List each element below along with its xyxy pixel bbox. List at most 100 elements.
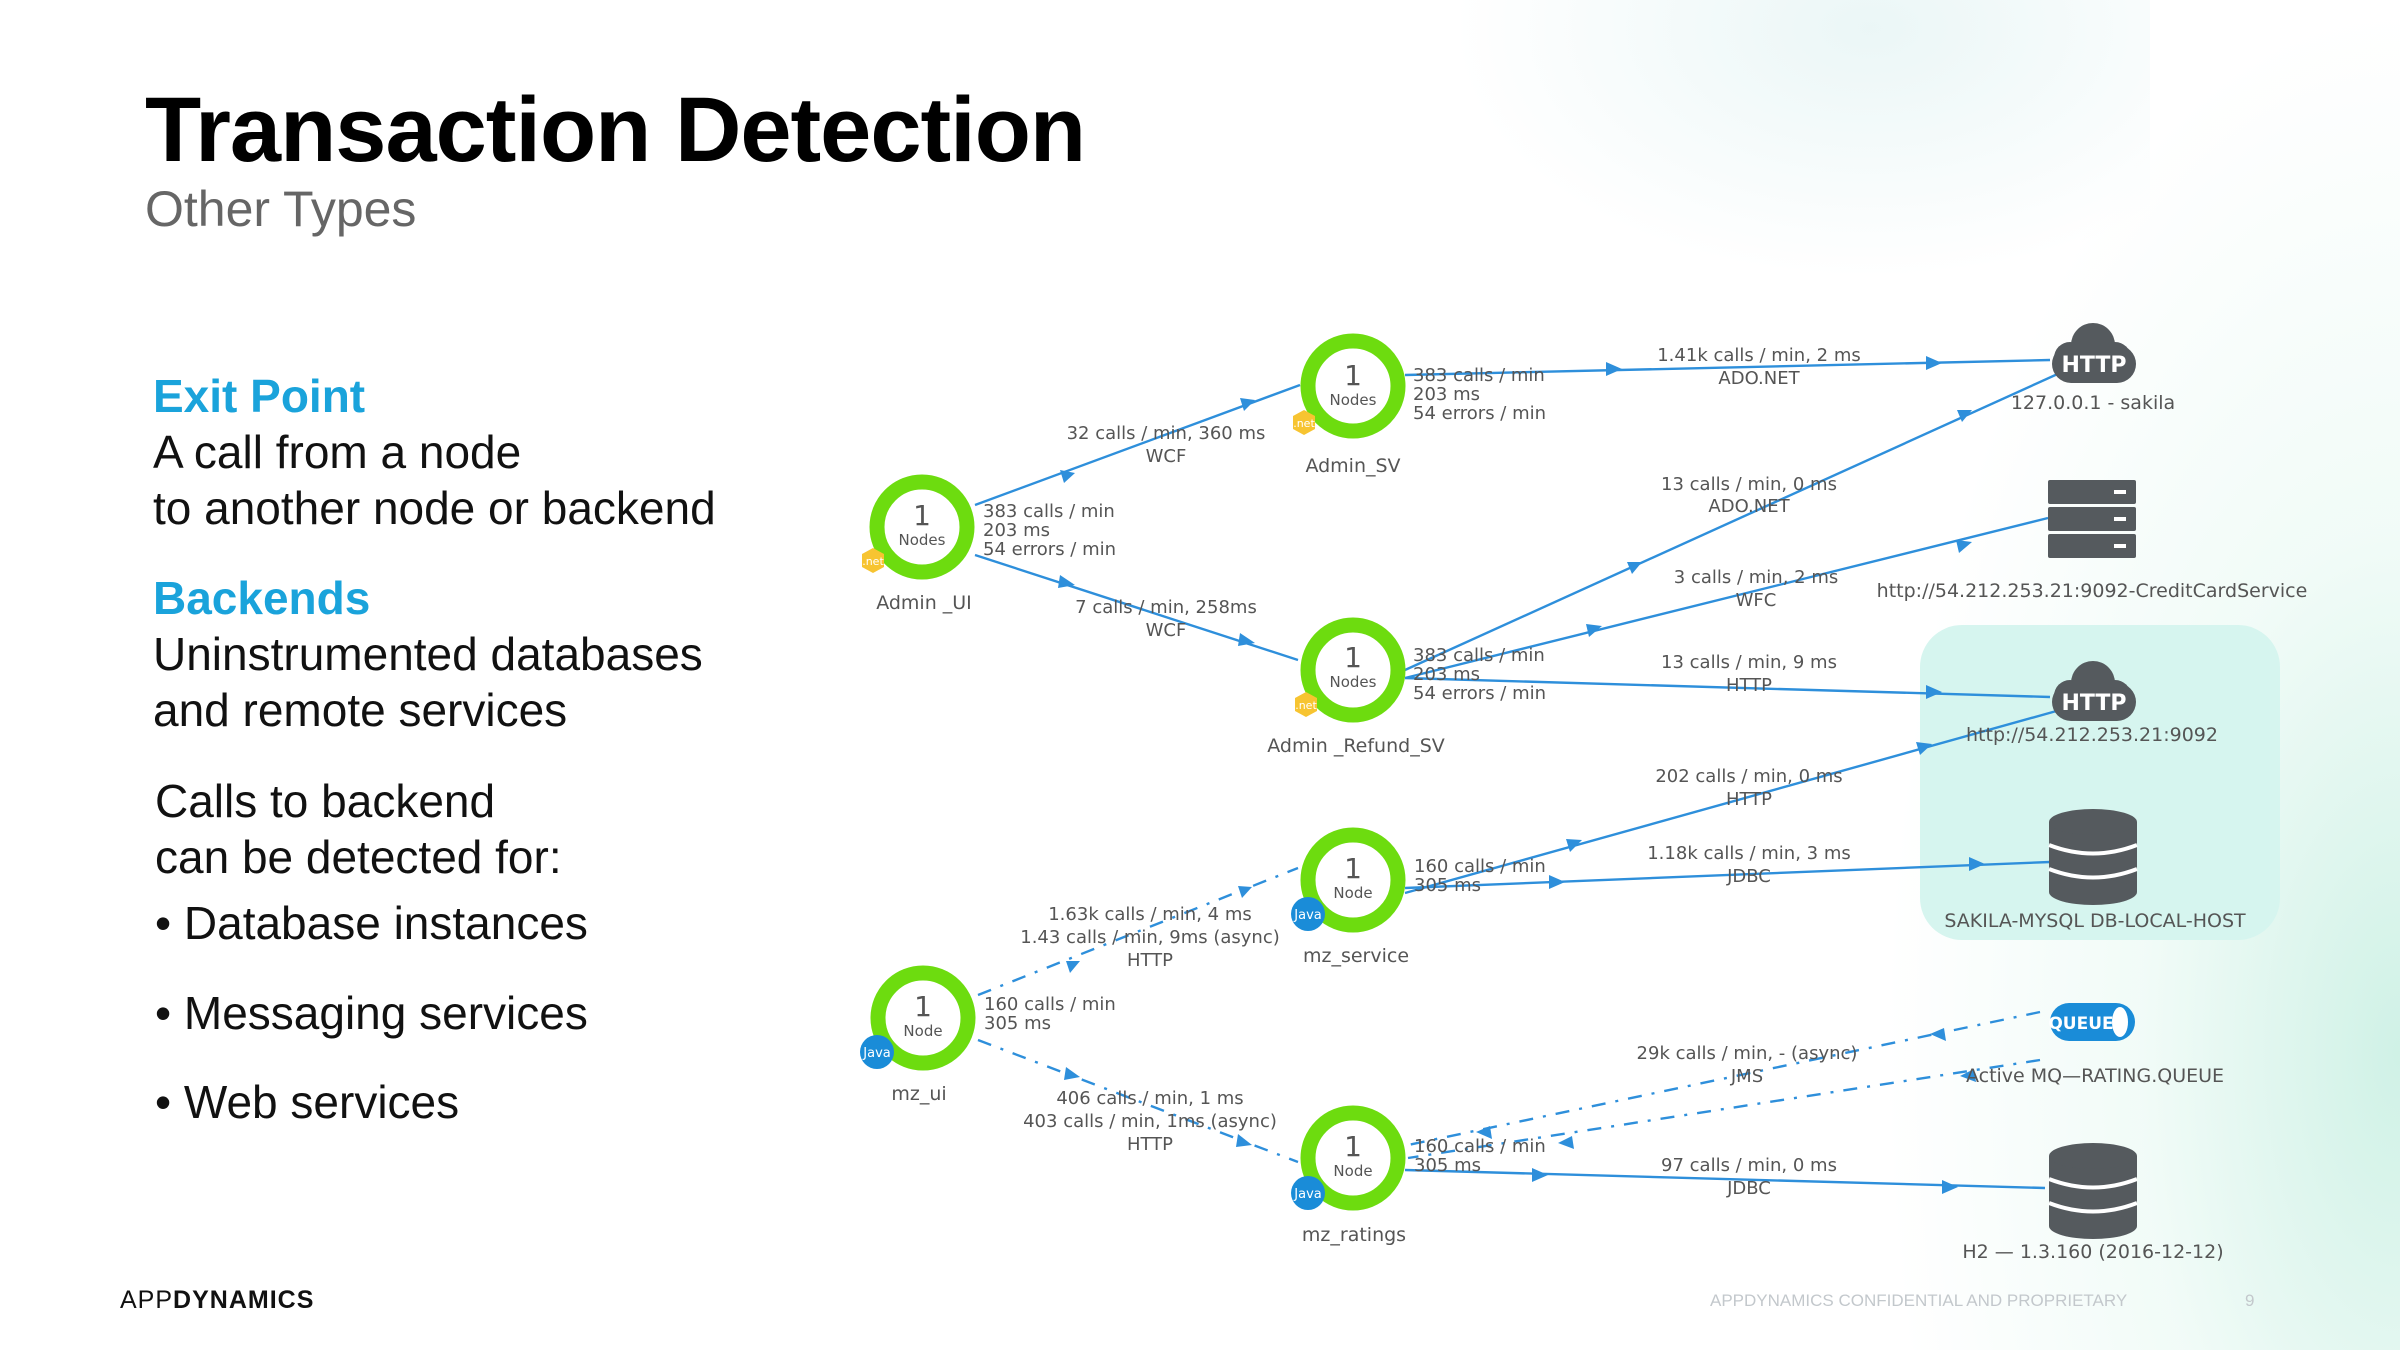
database-icon [2048,809,2138,905]
backend-name: http://54.212.253.21:9092 [1966,724,2218,746]
exit-point-line-2: to another node or backend [153,482,716,534]
node-name: mz_service [1303,945,1409,967]
node-unit: Node [1333,1162,1372,1180]
arrowhead [1627,562,1642,574]
edge-label: 13 calls / min, 0 ms [1661,474,1837,495]
edge-label: JDBC [1726,866,1771,887]
tier-node-mz-service[interactable]: 1 Node Java 160 calls / min 305 ms mz_se… [1291,827,1546,967]
edge-label: 97 calls / min, 0 ms [1661,1155,1837,1176]
edges [974,358,2063,1190]
node-unit: Node [1333,884,1372,902]
node-unit: Nodes [1330,673,1377,691]
node-badge: Java [862,1046,890,1061]
tier-node-admin-sv[interactable]: 1 Nodes .net 383 calls / min 203 ms 54 e… [1293,333,1546,477]
tier-node-mz-ui[interactable]: 1 Node Java 160 calls / min 305 ms mz_ui [860,965,1116,1105]
node-stat: 54 errors / min [983,539,1116,560]
background-glow-top [1450,0,2150,280]
node-ring [869,474,975,580]
edge-label: WCF [1146,446,1187,467]
node-stat: 305 ms [1414,1155,1481,1176]
node-unit: Node [903,1022,942,1040]
edge-refund-to-sakila [1404,370,2063,672]
backend-name: 127.0.0.1 - sakila [2011,392,2175,414]
node-stat: 305 ms [1414,875,1481,896]
edge-refund-to-http [1404,676,2051,699]
backend-credit-card-service[interactable]: http://54.212.253.21:9092-CreditCardServ… [1877,480,2308,602]
edge-mzservice-to-mysql [1404,860,2051,890]
edge-label: JDBC [1726,1178,1771,1199]
arrowhead [1240,398,1255,411]
node-badge: .net [862,555,884,568]
node-stat: 203 ms [1413,664,1480,685]
arrowhead [1957,410,1972,422]
backend-activemq-queue[interactable]: QUEUE Active MQ—RATING.QUEUE [1966,1003,2224,1087]
node-stat: 160 calls / min [984,994,1116,1015]
backend-sakila-mysql[interactable]: SAKILA-MYSQL DB-LOCAL-HOST [1944,809,2246,932]
node-count: 1 [1344,641,1362,674]
node-ring [870,965,976,1071]
bullet-messaging-services: • Messaging services [155,987,588,1039]
node-unit: Nodes [1330,391,1377,409]
edge-mzratings-to-h2 [1404,1168,2046,1190]
queue-label: QUEUE [2048,1014,2113,1034]
calls-line-2: can be detected for: [155,831,562,883]
node-count: 1 [913,499,931,532]
tier-node-admin-refund-sv[interactable]: 1 Nodes .net 383 calls / min 203 ms 54 e… [1267,617,1546,757]
backends-line-2: and remote services [153,684,568,736]
arrowhead [1236,1134,1252,1147]
edge-label: ADO.NET [1718,368,1800,389]
edge-label: HTTP [1127,950,1173,971]
tier-node-mz-ratings[interactable]: 1 Node Java 160 calls / min 305 ms mz_ra… [1291,1105,1546,1246]
exit-point-block: Exit Point A call from a node to another… [153,368,716,536]
edge-label: 1.41k calls / min, 2 ms [1657,345,1861,366]
bullet-web-services: • Web services [155,1076,460,1128]
node-stat: 383 calls / min [983,501,1115,522]
server-icon [2048,480,2136,558]
node-count: 1 [1344,1130,1362,1163]
bullet-database-instances: • Database instances [155,897,588,949]
node-stat: 203 ms [983,520,1050,541]
node-ring [1300,827,1406,933]
node-badge: .net [1295,699,1317,712]
arrowhead [1606,362,1622,376]
edge-label: 1.18k calls / min, 3 ms [1647,843,1851,864]
node-count: 1 [1344,852,1362,885]
edge-label: HTTP [1726,675,1772,696]
arrowhead [1549,875,1565,889]
backend-name: http://54.212.253.21:9092-CreditCardServ… [1877,580,2308,602]
edge-sv-to-sakila [1404,358,2051,377]
tier-node-admin-ui[interactable]: 1 Nodes .net 383 calls / min 203 ms 54 e… [862,474,1116,614]
arrowhead [1064,1067,1080,1080]
backend-sakila-http[interactable]: HTTP 127.0.0.1 - sakila [2011,323,2175,414]
arrowhead [1960,1069,1976,1082]
node-badge: Java [1293,908,1321,923]
edge-label: 202 calls / min, 0 ms [1655,766,1842,787]
arrowhead [1238,886,1252,898]
node-stat: 54 errors / min [1413,683,1546,704]
calls-line-1: Calls to backend [155,775,496,827]
node-name: mz_ui [891,1083,946,1105]
backend-http-9092[interactable]: HTTP http://54.212.253.21:9092 [1966,661,2218,746]
database-icon [2048,1143,2138,1239]
http-label: HTTP [2061,691,2126,716]
node-stat: 305 ms [984,1013,1051,1034]
node-name: mz_ratings [1302,1224,1406,1246]
edge-mzservice-to-http [1404,708,2061,895]
node-ring [1300,1105,1406,1211]
arrowhead [1558,1136,1574,1149]
backend-h2[interactable]: H2 — 1.3.160 (2016-12-12) [1962,1143,2224,1263]
edge-label: ADO.NET [1708,496,1790,517]
highlight-region [1920,625,2280,940]
calls-block: Calls to backend can be detected for: [155,773,562,885]
arrowhead [1926,356,1942,370]
arrowhead [1476,1126,1492,1139]
arrowhead [1058,575,1075,588]
arrowhead [1586,624,1602,637]
arrowhead [1238,633,1255,646]
java-badge-icon [860,1035,894,1069]
node-stat: 383 calls / min [1413,365,1545,386]
dotnet-badge-icon [862,548,884,573]
page-number: 9 [2245,1291,2255,1310]
edge-label: WCF [1146,620,1187,641]
edge-label: 1.63k calls / min, 4 ms [1048,904,1252,925]
